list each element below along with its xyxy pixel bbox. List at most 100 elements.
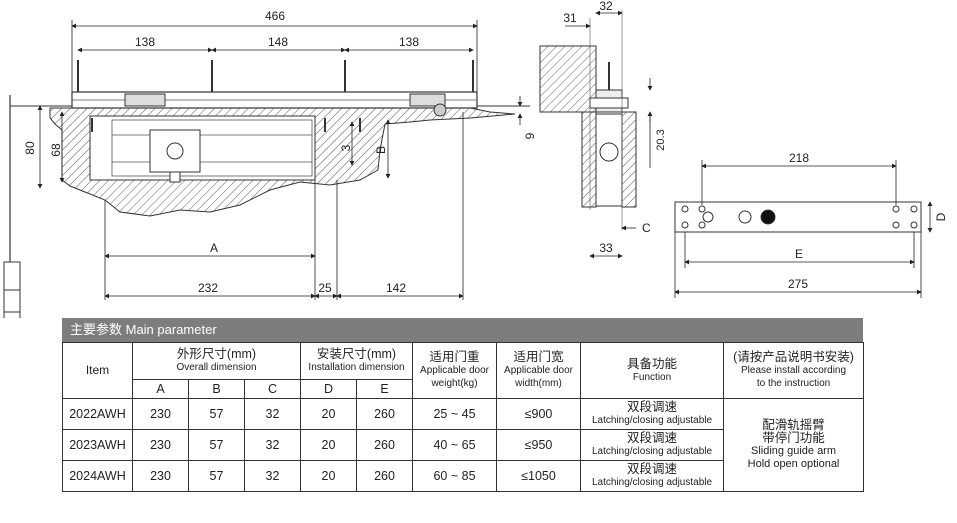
cell-function-en: Latching/closing adjustable — [591, 446, 713, 457]
cell-function-cn: 双段调速 — [627, 431, 678, 445]
cell-b: 57 — [188, 460, 245, 492]
header-note-cn: (请按产品说明书安装) — [733, 350, 854, 364]
cell-d: 20 — [300, 398, 357, 430]
plate-view — [674, 201, 922, 233]
cell-function: 双段调速 Latching/closing adjustable — [580, 429, 725, 461]
header-install-en: Installation dimension — [308, 362, 405, 373]
header-weight: 适用门重 Applicable door weight(kg) — [412, 342, 498, 399]
header-width: 适用门宽 Applicable door width(mm) — [496, 342, 582, 399]
plate-dim-218: 218 — [789, 151, 809, 165]
header-weight-cn: 适用门重 — [429, 350, 480, 364]
cell-c: 32 — [244, 398, 301, 430]
side-dim-32: 32 — [599, 0, 613, 13]
side-dim-31: 31 — [563, 11, 577, 25]
dim-142: 142 — [386, 281, 406, 295]
subheader-e: E — [355, 379, 414, 399]
cell-width: ≤950 — [496, 429, 582, 461]
cell-weight: 60 ~ 85 — [412, 460, 498, 492]
side-dim-33: 33 — [599, 241, 613, 255]
header-install: 安装尺寸(mm) Installation dimension — [299, 342, 414, 380]
header-function: 具备功能 Function — [580, 342, 725, 399]
parameter-table: 主要参数 Main parameter Item 外形尺寸(mm) Overal… — [62, 318, 865, 492]
front-dimensions — [37, 20, 523, 300]
cell-weight: 25 ~ 45 — [412, 398, 498, 430]
header-weight-en2: weight(kg) — [431, 378, 478, 389]
cell-a: 230 — [132, 398, 189, 430]
dim-spacing-left: 138 — [135, 35, 155, 49]
cell-e: 260 — [355, 460, 414, 492]
cell-d: 20 — [300, 460, 357, 492]
cell-function: 双段调速 Latching/closing adjustable — [580, 398, 725, 430]
cell-width: ≤1050 — [496, 460, 582, 492]
extra-cn2: 带停门功能 — [762, 431, 825, 445]
plate-dim-e: E — [795, 247, 803, 261]
header-install-cn: 安装尺寸(mm) — [316, 347, 397, 361]
subheader-d: D — [300, 379, 357, 399]
cell-weight: 40 ~ 65 — [412, 429, 498, 461]
cell-b: 57 — [188, 429, 245, 461]
cell-width: ≤900 — [496, 398, 582, 430]
table-row: 2022AWH 230 57 32 20 260 25 ~ 45 ≤900 双段… — [62, 398, 865, 492]
header-overall-cn: 外形尺寸(mm) — [176, 347, 257, 361]
cell-function-en: Latching/closing adjustable — [591, 477, 713, 488]
header-item: Item — [62, 342, 133, 399]
dim-3: 3 — [339, 144, 353, 151]
cell-function-cn: 双段调速 — [627, 462, 678, 476]
dim-height-80: 80 — [23, 141, 37, 155]
cell-a: 230 — [132, 460, 189, 492]
cell-function-cn: 双段调速 — [627, 400, 678, 414]
subheader-c: C — [244, 379, 301, 399]
side-view — [539, 10, 637, 230]
subheader-b: B — [188, 379, 245, 399]
dim-25: 25 — [318, 281, 332, 295]
header-weight-en1: Applicable door — [420, 365, 489, 376]
subheader-row: A B C D E — [63, 379, 864, 399]
cell-item: 2023AWH — [62, 429, 133, 461]
front-view — [9, 60, 530, 318]
cell-b: 57 — [188, 398, 245, 430]
plate-dim-275: 275 — [788, 277, 808, 291]
cell-function-en: Latching/closing adjustable — [591, 415, 713, 426]
subheader-a: A — [132, 379, 189, 399]
header-note: (请按产品说明书安装) Please install according to … — [723, 342, 865, 399]
header-width-en1: Applicable door — [504, 365, 573, 376]
cell-item: 2024AWH — [62, 460, 133, 492]
header-function-cn: 具备功能 — [627, 356, 678, 371]
cell-c: 32 — [244, 429, 301, 461]
cell-extra: 配滑轨摇臂 带停门功能 Sliding guide arm Hold open … — [723, 398, 865, 492]
dim-overall-length: 466 — [265, 9, 285, 23]
plate-dimensions — [674, 160, 933, 298]
dim-232: 232 — [198, 281, 218, 295]
technical-drawing: 466 138 148 138 80 68 3 B 9 A 232 25 142… — [3, 0, 948, 318]
header-function-en: Function — [632, 371, 672, 383]
header-note-en1: Please install according — [740, 365, 847, 376]
extra-en1: Sliding guide arm — [751, 445, 837, 457]
dim-spacing-right: 138 — [399, 35, 419, 49]
header-overall: 外形尺寸(mm) Overall dimension — [132, 342, 301, 380]
cell-e: 260 — [355, 398, 414, 430]
table-title: 主要参数 Main parameter — [62, 318, 863, 342]
cell-d: 20 — [300, 429, 357, 461]
cell-e: 260 — [355, 429, 414, 461]
cell-c: 32 — [244, 460, 301, 492]
header-overall-en: Overall dimension — [176, 362, 257, 373]
header-row: Item 外形尺寸(mm) Overall dimension 安装尺寸(mm)… — [62, 342, 865, 399]
side-dim-c: C — [642, 221, 651, 235]
table-row: 2024AWH 230 57 32 20 260 60 ~ 85 ≤1050 双… — [62, 460, 864, 492]
header-note-en2: to the instruction — [756, 378, 831, 389]
extra-cn1: 配滑轨摇臂 — [762, 418, 825, 432]
dim-9: 9 — [523, 132, 537, 139]
side-dimensions — [565, 10, 653, 259]
dim-b: B — [374, 146, 388, 154]
cell-a: 230 — [132, 429, 189, 461]
cell-function: 双段调速 Latching/closing adjustable — [580, 460, 725, 492]
header-width-en2: width(mm) — [515, 378, 562, 389]
cell-item: 2022AWH — [62, 398, 133, 430]
plate-dim-d: D — [934, 212, 948, 221]
dim-height-68: 68 — [49, 143, 63, 157]
side-dim-20-3: 20.3 — [655, 129, 667, 150]
extra-en2: Hold open optional — [747, 458, 840, 470]
dim-spacing-mid: 148 — [268, 35, 288, 49]
header-width-cn: 适用门宽 — [513, 350, 564, 364]
dim-a: A — [210, 241, 218, 255]
